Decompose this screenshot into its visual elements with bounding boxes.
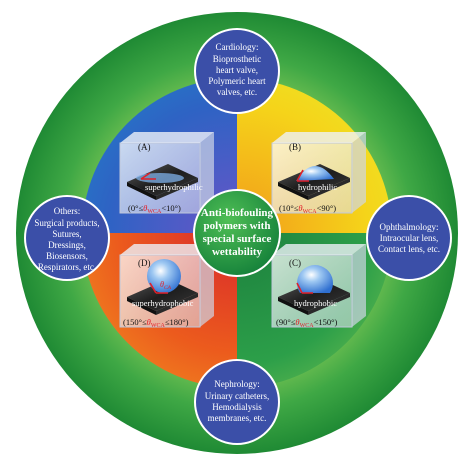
panel-a-range: (0°≤θWCA<10°) [128, 203, 181, 215]
panel-c-range: (90°≤θWCA<150°) [276, 317, 338, 329]
panel-c: (C) hydrophobic (90°≤θWCA<150°) [271, 244, 366, 329]
panel-a-letter: (A) [138, 142, 151, 152]
panel-d-ca-label: θCA [160, 280, 172, 291]
panel-d-letter: (D) [138, 258, 151, 268]
satellite-cardiology-item: Polymeric heart [208, 76, 266, 86]
satellite-nephrology-item: Hemodialysis [212, 402, 262, 412]
satellite-nephrology-title: Nephrology: [214, 379, 260, 389]
center-line-4: wettability [212, 246, 263, 258]
panel-b-range: (10°≤θWCA<90°) [279, 203, 336, 215]
satellite-ophthalmology-circle [366, 195, 452, 281]
panel-c-droplet [297, 265, 333, 293]
satellite-cardiology-item: Bioprosthetic [213, 54, 262, 64]
satellite-cardiology: Cardiology: Bioprosthetic heart valve, P… [194, 28, 280, 114]
satellite-others-item: Biosensors, [46, 251, 88, 261]
center-line-2: polymers with [204, 220, 271, 232]
satellite-ophthalmology-item: Contact lens, etc. [378, 244, 440, 254]
satellite-others: Others: Surgical products, Sutures, Dres… [24, 195, 110, 281]
satellite-cardiology-circle [194, 28, 280, 114]
panel-a: (A) superhydrophilic (0°≤θWCA<10°) [119, 132, 214, 215]
satellite-cardiology-item: valves, etc. [217, 87, 257, 97]
satellite-ophthalmology-title: Ophthalmology: [380, 222, 439, 232]
satellite-others-item: Respirators, etc. [38, 262, 96, 272]
satellite-ophthalmology-item: Intraocular lens, [380, 233, 438, 243]
center-line-3: special surface [203, 233, 272, 245]
center-hub: Anti-biofouling polymers with special su… [193, 189, 281, 277]
panel-c-letter: (C) [289, 258, 301, 268]
satellite-cardiology-title: Cardiology: [216, 42, 259, 52]
satellite-nephrology-item: Urinary catheters, [205, 391, 269, 401]
satellite-ophthalmology: Ophthalmology: Intraocular lens, Contact… [366, 195, 452, 281]
satellite-others-title: Others: [54, 206, 81, 216]
satellite-nephrology: Nephrology: Urinary catheters, Hemodialy… [194, 359, 280, 445]
panel-b-droplet [296, 165, 334, 181]
panel-d-label: superhydrophobic [132, 298, 194, 308]
panel-d: (D) θCA superhydrophobic (150°≤θWCA≤180°… [119, 244, 214, 329]
satellite-nephrology-item: membranes, etc. [208, 413, 267, 423]
panel-d-plate [127, 279, 198, 311]
satellite-cardiology-item: heart valve, [216, 65, 258, 75]
satellite-others-item: Dressings, [48, 240, 86, 250]
panel-c-label: hydrophobic [294, 298, 337, 308]
center-line-1: Anti-biofouling [201, 207, 274, 219]
panel-d-angle-mark [149, 282, 168, 294]
panel-b: (B) hydrophilic (10°≤θWCA<90°) [271, 132, 366, 215]
panel-d-range: (150°≤θWCA≤180°) [123, 317, 189, 329]
panel-a-angle-mark [140, 172, 156, 180]
panel-a-label: superhydrophilic [145, 182, 203, 192]
panel-d-ball [147, 259, 181, 293]
center-circle [193, 189, 281, 277]
satellite-others-item: Sutures, [52, 229, 81, 239]
satellite-others-item: Surgical products, [34, 218, 99, 228]
panel-b-angle-mark [296, 169, 309, 182]
satellite-others-circle [24, 195, 110, 281]
satellite-nephrology-circle [194, 359, 280, 445]
panel-b-letter: (B) [289, 142, 301, 152]
panel-a-film [136, 173, 184, 183]
panel-c-angle-mark [296, 282, 313, 294]
panel-b-label: hydrophilic [298, 182, 337, 192]
